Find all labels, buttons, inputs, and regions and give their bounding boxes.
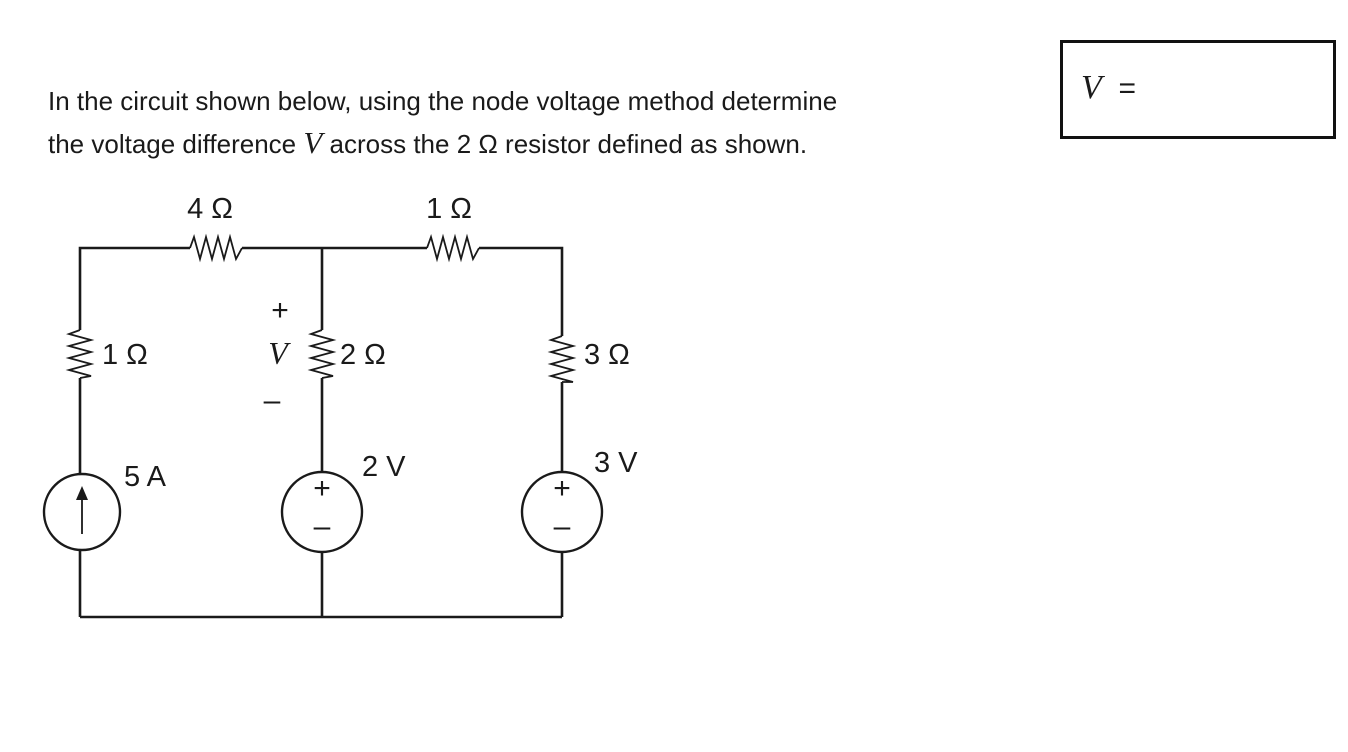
label-r-right: 3 Ω (584, 339, 630, 371)
answer-box: V = (1060, 40, 1336, 139)
resistor-middle (307, 329, 337, 379)
question-text: In the circuit shown below, using the no… (48, 80, 1008, 165)
label-vsource-middle: 2 V (362, 451, 406, 483)
resistor-right (547, 335, 577, 383)
label-r-middle: 2 Ω (340, 339, 386, 371)
vsource-middle-plus: + (313, 472, 331, 505)
resistor-top-right (426, 233, 480, 263)
resistor-top-left (189, 233, 243, 263)
question-line-1: In the circuit shown below, using the no… (48, 86, 838, 116)
v-plus-sign: + (271, 294, 289, 327)
label-r-top-left: 4 Ω (187, 193, 233, 225)
label-current-source: 5 A (124, 461, 167, 493)
v-label: V (268, 335, 291, 371)
voltage-source-middle (280, 470, 364, 554)
answer-variable: V (1081, 69, 1102, 106)
label-r-left: 1 Ω (102, 339, 148, 371)
answer-equals: = (1118, 72, 1136, 105)
answer-input[interactable] (1163, 67, 1317, 113)
vsource-middle-minus: – (314, 510, 331, 543)
resistor-left (65, 329, 95, 379)
label-vsource-right: 3 V (594, 447, 638, 479)
v-minus-sign: – (264, 384, 281, 417)
arrow-up-icon (76, 486, 88, 500)
question-variable: V (303, 125, 323, 160)
voltage-source-right (520, 470, 604, 554)
question-line-2-start: the voltage difference (48, 129, 304, 159)
vsource-right-plus: + (553, 472, 571, 505)
question-line-2-end: across the 2 Ω resistor defined as shown… (322, 129, 808, 159)
label-r-top-right: 1 Ω (426, 193, 472, 225)
answer-label: V = (1081, 69, 1136, 107)
vsource-right-minus: – (554, 510, 571, 543)
